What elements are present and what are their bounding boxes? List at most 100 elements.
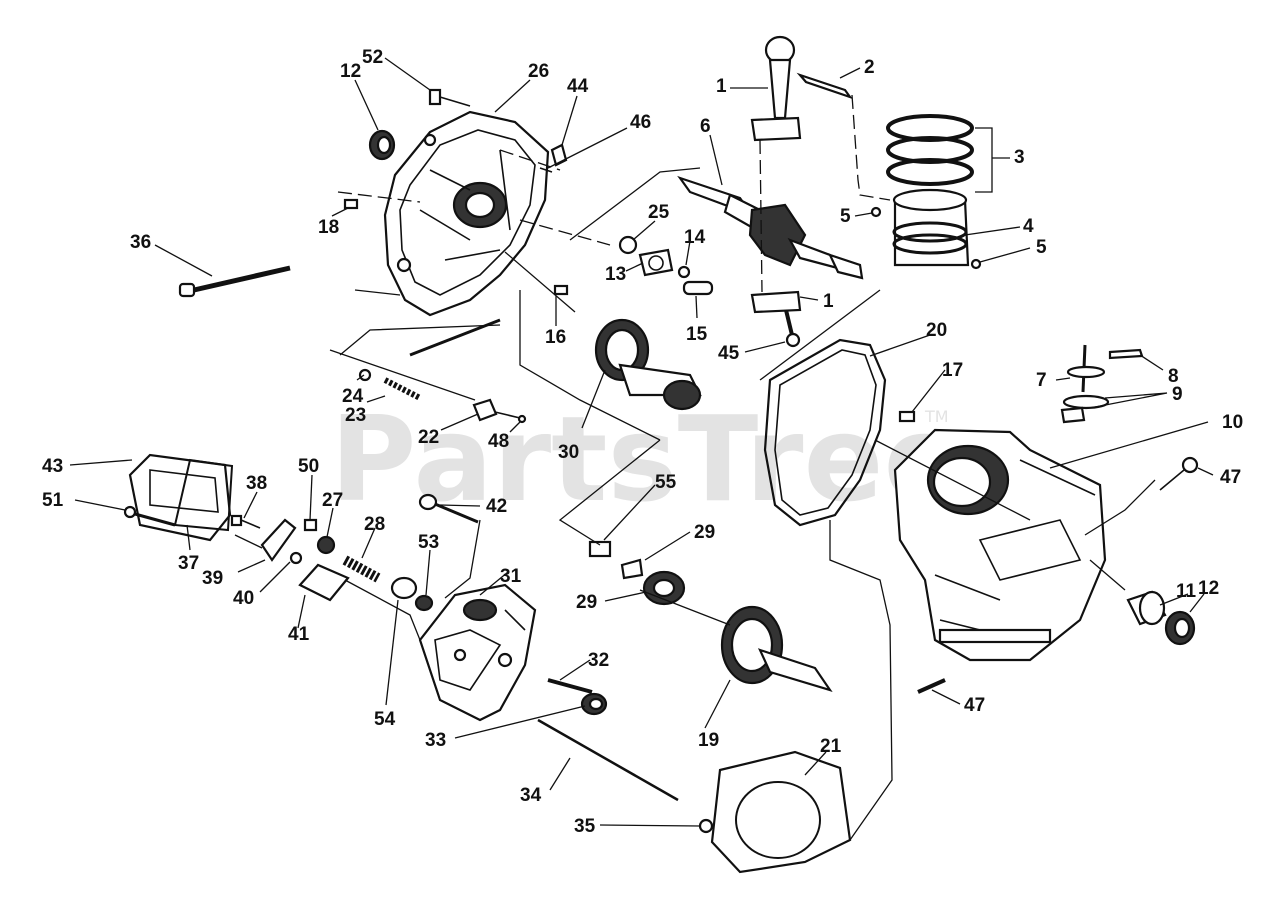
callout-53: 53 [418,532,439,553]
part-crankcase-block[interactable] [893,428,1107,662]
callout-34: 34 [520,785,542,806]
callout-23: 23 [345,405,366,426]
part-oil-seal-lower[interactable] [1164,610,1196,646]
part-key-18[interactable] [343,198,359,210]
callout-55: 55 [655,472,677,493]
callout-43: 43 [42,456,63,477]
part-valve-cover[interactable] [128,453,232,542]
callout-4: 4 [1023,216,1034,237]
part-valve-spring[interactable] [342,555,381,583]
part-bolt-47-lower[interactable] [917,678,946,694]
part-washer-35[interactable] [698,818,714,834]
part-cylinder-head[interactable] [418,583,537,722]
part-crankcase-gasket[interactable] [763,338,887,527]
callout-29: 29 [694,522,715,543]
part-piston-rings[interactable] [886,114,974,186]
callout-24: 24 [342,386,364,407]
part-washer-54[interactable] [390,576,418,600]
callout-11: 11 [1176,581,1197,602]
callout-42: 42 [486,496,507,517]
callout-1: 1 [716,76,727,97]
callout-16: 16 [545,327,566,348]
callout-1-lower: 1 [823,291,834,312]
callout-17: 17 [942,360,963,381]
part-screw-51[interactable] [123,505,176,527]
part-retainer-27[interactable] [316,535,336,555]
part-cam-gear[interactable] [720,605,833,692]
part-oil-seal-upper[interactable] [368,129,396,161]
part-plate-22[interactable] [472,398,498,422]
callout-47-lower: 47 [964,695,985,716]
part-lever-7-8-9[interactable] [1060,344,1144,424]
callout-50: 50 [298,456,319,477]
callout-36: 36 [130,232,151,253]
callout-21: 21 [820,736,842,757]
part-pin-55[interactable] [588,540,612,558]
part-screw-48[interactable] [494,411,527,424]
part-screw-38[interactable] [230,514,261,529]
part-guide-plate[interactable] [298,563,350,602]
part-clip-5-upper[interactable] [870,206,882,218]
callout-51: 51 [42,490,64,511]
part-crankshaft[interactable] [677,175,864,280]
callout-32: 32 [588,650,609,671]
part-dowel-17[interactable] [898,410,916,423]
part-spring-23[interactable] [383,377,422,401]
part-piston[interactable] [892,188,970,267]
callout-5-lower: 5 [1036,237,1047,258]
callout-40: 40 [233,588,254,609]
callout-19: 19 [698,730,719,751]
callout-33: 33 [425,730,446,751]
part-head-gasket[interactable] [710,750,852,874]
callout-30: 30 [558,442,579,463]
part-ball-24[interactable] [358,368,372,382]
part-bushing-11[interactable] [1126,590,1167,626]
callout-7: 7 [1036,370,1047,391]
callout-10: 10 [1222,412,1243,433]
part-long-bolt-36[interactable] [178,265,291,298]
callout-9: 9 [1172,384,1183,405]
callout-35: 35 [574,816,596,837]
callout-39: 39 [202,568,223,589]
part-dowel-16[interactable] [553,284,569,296]
part-bolt-45[interactable] [784,309,801,348]
part-governor-13[interactable] [638,248,674,277]
callout-12: 12 [340,61,361,82]
part-clip-50[interactable] [303,518,318,532]
callout-labels: 52 12 26 44 46 1 2 6 3 5 4 5 18 25 14 13… [42,47,1243,837]
part-pushrod-34[interactable] [537,718,679,802]
callout-37: 37 [178,553,199,574]
part-rocker-arm[interactable] [260,518,297,562]
watermark-trademark: TM [924,407,949,426]
callout-3: 3 [1014,147,1025,168]
part-bolt-47-upper[interactable] [1159,456,1199,491]
callout-28: 28 [364,514,385,535]
callout-15: 15 [686,324,708,345]
leader-lines [69,57,1214,827]
callout-54: 54 [374,709,396,730]
part-connecting-rod[interactable] [750,35,802,314]
callout-25: 25 [648,202,670,223]
part-bolt-52[interactable] [428,88,471,107]
part-seal-53[interactable] [414,594,434,612]
callout-31: 31 [500,566,522,587]
callout-14: 14 [684,227,706,248]
callout-47: 47 [1220,467,1241,488]
part-washer-25[interactable] [618,235,638,255]
part-nut-40[interactable] [289,551,303,565]
part-clip-5-lower[interactable] [970,258,982,270]
part-stud-32[interactable] [547,678,593,694]
part-camshaft[interactable] [594,318,702,411]
part-valve-42[interactable] [418,493,479,524]
callout-5: 5 [840,206,851,227]
part-spark-plug-33[interactable] [580,692,608,716]
part-piston-pin[interactable] [796,72,853,100]
callout-18: 18 [318,217,339,238]
part-washer-29-upper[interactable] [620,558,644,580]
callout-29-lower: 29 [576,592,597,613]
part-crankcase-cover[interactable] [383,110,550,317]
part-cover-gasket[interactable] [173,458,234,532]
part-clip-14[interactable] [677,265,691,279]
part-governor-shaft-15[interactable] [682,280,714,296]
